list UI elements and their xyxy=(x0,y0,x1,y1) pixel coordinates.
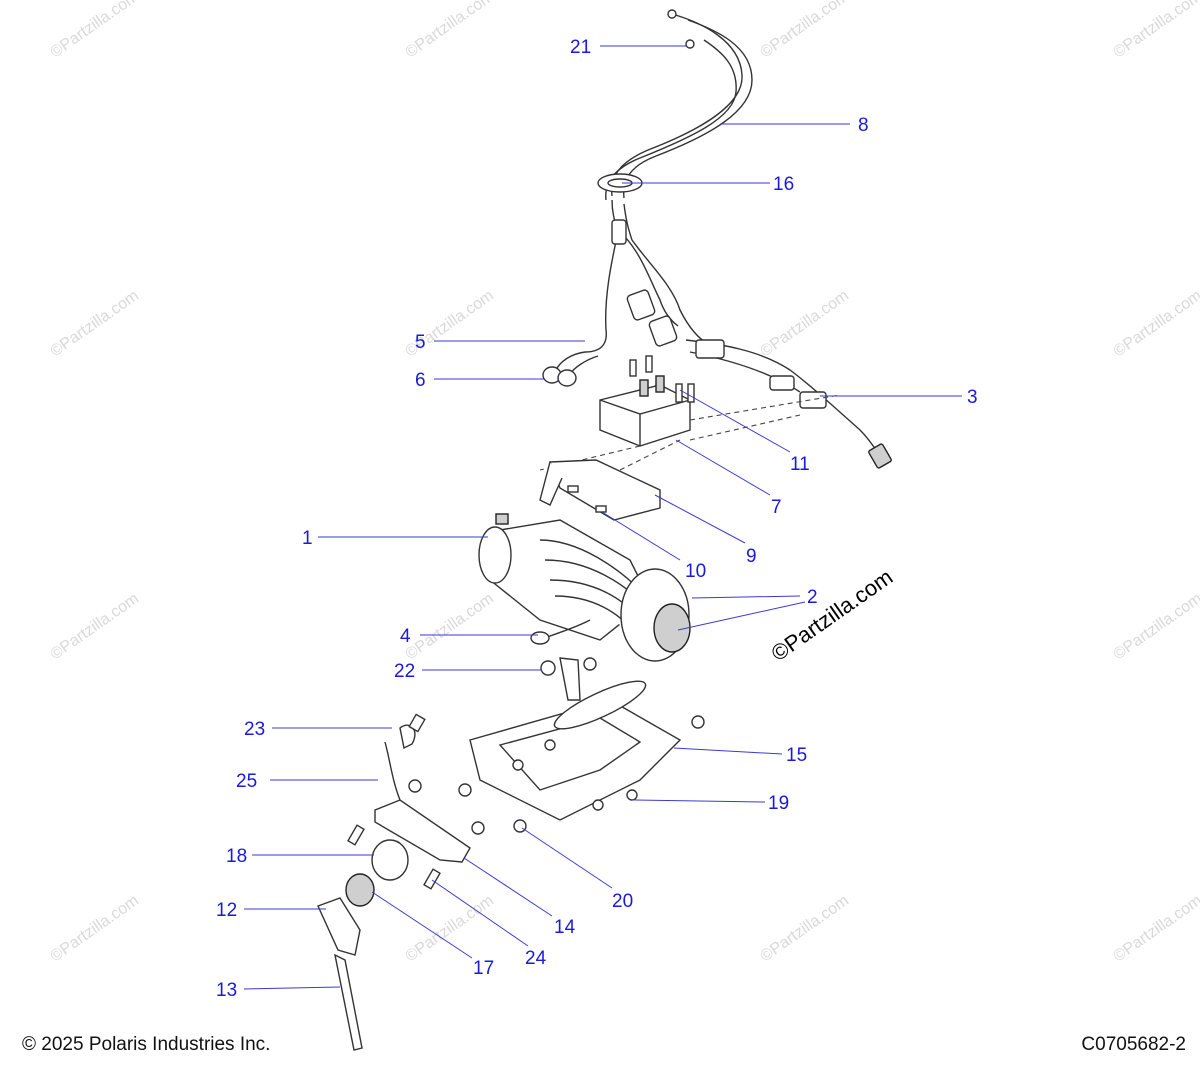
callout-23: 23 xyxy=(244,719,265,740)
fairlead-drawing xyxy=(317,713,485,1051)
mount-plate-drawing xyxy=(539,459,661,521)
callout-13: 13 xyxy=(216,980,237,1001)
winch-drawing xyxy=(478,513,691,662)
leader-line xyxy=(677,601,806,631)
leader-line xyxy=(691,595,801,599)
callout-4: 4 xyxy=(400,626,411,647)
leader-line xyxy=(521,827,613,889)
leader-line xyxy=(631,799,766,803)
leader-line xyxy=(673,747,783,755)
leader-line xyxy=(463,857,553,917)
callout-8: 8 xyxy=(858,115,869,136)
watermark: ©Partzilla.com xyxy=(403,590,497,663)
callout-17: 17 xyxy=(473,958,494,979)
leader-line xyxy=(654,494,746,544)
watermark: ©Partzilla.com xyxy=(758,287,852,360)
callout-7: 7 xyxy=(771,497,782,518)
contactor-drawing xyxy=(539,355,841,471)
leader-line xyxy=(431,879,529,947)
callout-11: 11 xyxy=(790,454,810,475)
callout-2: 2 xyxy=(807,587,818,608)
callout-10: 10 xyxy=(685,561,706,582)
callout-14: 14 xyxy=(554,917,576,938)
watermark: ©Partzilla.com xyxy=(1111,287,1200,360)
callout-5: 5 xyxy=(415,332,426,353)
watermark: ©Partzilla.com xyxy=(48,590,142,663)
callouts: 21 8 16 5 6 3 11 7 9 10 1 2 4 22 23 15 2… xyxy=(216,37,978,1001)
callout-6: 6 xyxy=(415,370,426,391)
watermark: ©Partzilla.com xyxy=(1111,892,1200,965)
watermark: ©Partzilla.com xyxy=(758,892,852,965)
leader-lines xyxy=(243,45,962,990)
callout-24: 24 xyxy=(525,948,547,969)
watermark: ©Partzilla.com xyxy=(48,892,142,965)
watermark: ©Partzilla.com xyxy=(758,0,852,61)
callout-25: 25 xyxy=(236,771,257,792)
callout-1: 1 xyxy=(302,528,313,549)
leader-line xyxy=(675,439,771,496)
watermark: ©Partzilla.com xyxy=(403,892,497,965)
watermark: ©Partzilla.com xyxy=(1111,0,1200,61)
leader-line xyxy=(679,389,791,453)
diagram-code: C0705682-2 xyxy=(1081,1034,1186,1055)
watermark: ©Partzilla.com xyxy=(48,0,142,61)
callout-18: 18 xyxy=(226,846,247,867)
leader-line xyxy=(371,891,473,959)
callout-3: 3 xyxy=(967,387,978,408)
leader-line xyxy=(601,511,681,561)
callout-21: 21 xyxy=(570,37,591,58)
callout-9: 9 xyxy=(746,546,757,567)
callout-15: 15 xyxy=(786,745,807,766)
callout-16: 16 xyxy=(773,174,794,195)
watermark: ©Partzilla.com xyxy=(48,287,142,360)
watermark: ©Partzilla.com xyxy=(403,0,497,61)
watermark-prominent: ©Partzilla.com xyxy=(767,564,898,666)
callout-12: 12 xyxy=(216,900,237,921)
callout-22: 22 xyxy=(394,661,415,682)
wiring-harness-drawing xyxy=(542,9,892,469)
callout-20: 20 xyxy=(612,891,633,912)
callout-19: 19 xyxy=(768,793,789,814)
base-bracket-drawing xyxy=(458,657,705,833)
leader-line xyxy=(243,986,341,990)
watermark: ©Partzilla.com xyxy=(1111,590,1200,663)
copyright-notice: © 2025 Polaris Industries Inc. xyxy=(22,1034,271,1055)
